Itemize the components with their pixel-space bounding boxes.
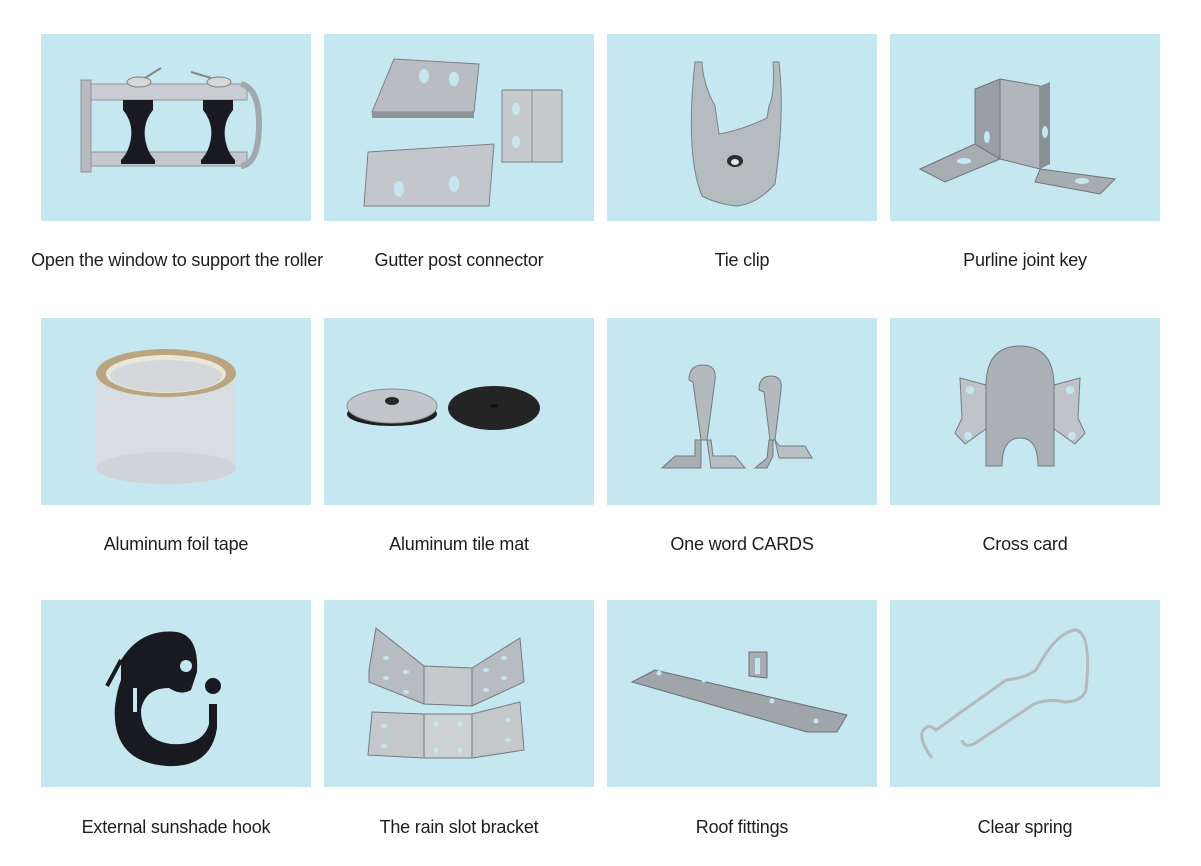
product-caption: Open the window to support the roller [31, 250, 323, 270]
foil-tape-roll-icon [41, 318, 311, 505]
product-caption: The rain slot bracket [379, 817, 539, 837]
product-caption: Tie clip [714, 250, 770, 270]
product-caption: Purline joint key [963, 250, 1087, 270]
sunshade-hook-icon [41, 600, 311, 787]
one-word-card-icon [607, 318, 877, 505]
product-caption: Gutter post connector [374, 250, 544, 270]
gutter-post-connector-icon [324, 34, 594, 221]
product-caption: External sunshade hook [81, 817, 271, 837]
clear-spring-icon [890, 600, 1160, 787]
product-caption: Clear spring [977, 817, 1073, 837]
product-caption: Roof fittings [695, 817, 789, 837]
product-caption: One word CARDS [670, 534, 814, 554]
product-caption: Aluminum tile mat [389, 534, 529, 554]
rain-slot-bracket-icon [324, 600, 594, 787]
tie-clip-icon [607, 34, 877, 221]
cross-card-icon [890, 318, 1160, 505]
window-roller-support-icon [41, 34, 311, 221]
product-caption: Aluminum foil tape [103, 534, 249, 554]
roof-fitting-icon [607, 600, 877, 787]
purline-joint-key-icon [890, 34, 1160, 221]
product-caption: Cross card [982, 534, 1068, 554]
tile-mat-washer-icon [324, 318, 594, 505]
